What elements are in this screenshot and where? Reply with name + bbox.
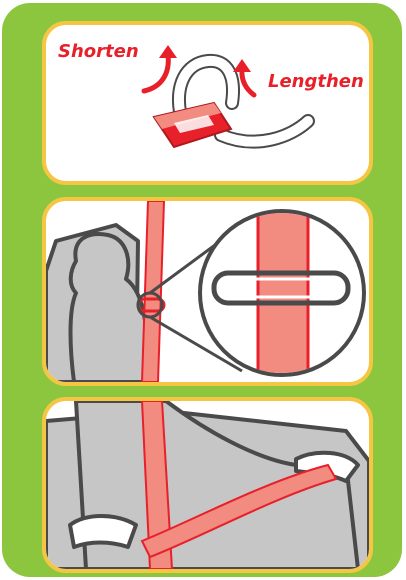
lap-belt-panel [42, 397, 373, 573]
belt-adjuster-panel: Shorten Lengthen [42, 21, 373, 185]
armrest-left [70, 516, 136, 547]
magnified-clip-callout [200, 201, 364, 382]
shoulder-belt-clip-panel [42, 197, 373, 386]
shorten-arrow-icon [144, 55, 168, 91]
lap-belt-illustration [46, 401, 369, 569]
shoulder-belt-illustration [46, 201, 369, 382]
green-frame: Shorten Lengthen [2, 3, 402, 577]
lengthen-arrow-icon [242, 69, 254, 95]
lengthen-label: Lengthen [268, 73, 364, 91]
shorten-label: Shorten [58, 43, 139, 61]
